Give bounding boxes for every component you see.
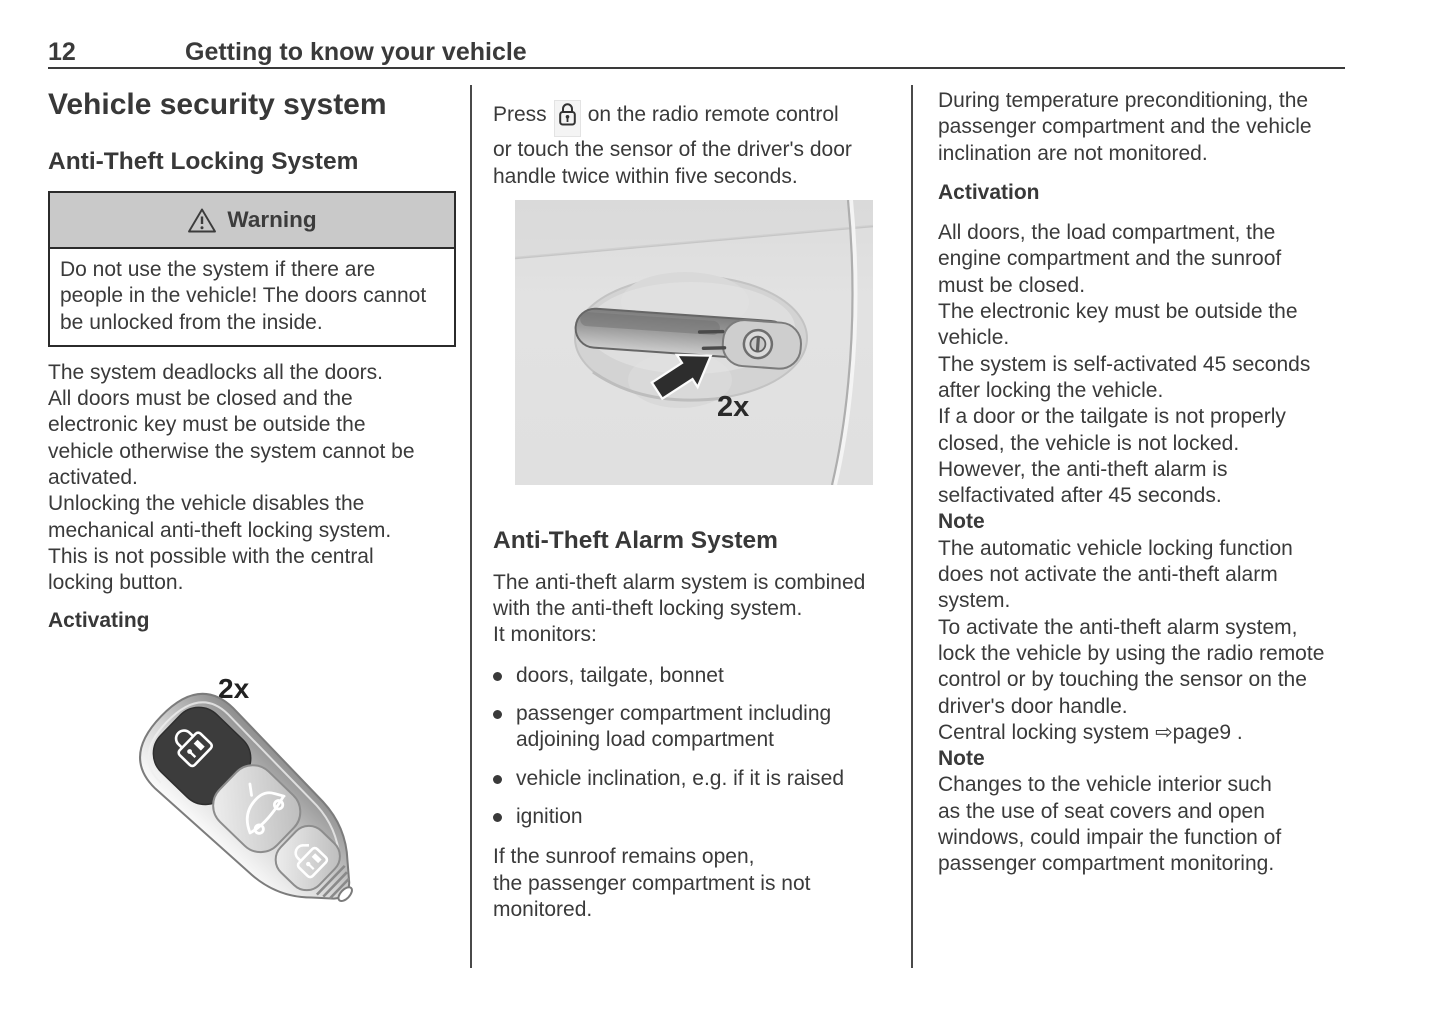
keyfob-grip xyxy=(315,864,351,900)
activating-heading: Activating xyxy=(48,608,150,632)
note-paragraph-2: Changes to the vehicle interior such as … xyxy=(938,773,1282,876)
warning-triangle-icon xyxy=(188,208,217,232)
section-heading-anti-theft-locking: Anti-Theft Locking System xyxy=(48,148,359,175)
door-handle-figure: 2x xyxy=(514,199,874,486)
warning-box: Warning Do not use the system if there a… xyxy=(48,191,456,347)
page-number: 12 xyxy=(48,38,76,66)
note-paragraph-1: The automatic vehicle locking function d… xyxy=(938,536,1325,744)
arrow-icon xyxy=(650,353,713,401)
chapter-title: Getting to know your vehicle xyxy=(185,38,527,66)
keyfob-figure: 2x xyxy=(48,656,456,961)
boot-release-icon xyxy=(245,782,286,835)
keyfob-body xyxy=(139,692,353,902)
door-handle xyxy=(574,307,802,370)
lock-icon xyxy=(174,729,214,768)
lock-button-icon xyxy=(553,100,581,138)
keyfob-2x-label: 2x xyxy=(218,672,250,704)
column-divider-2 xyxy=(911,85,913,968)
page-title: Vehicle security system xyxy=(48,88,387,121)
bullet-icon xyxy=(493,812,502,822)
sensor-dashes xyxy=(697,329,727,350)
bullet-icon xyxy=(493,671,502,681)
alarm-intro: The anti-theft alarm system is combined … xyxy=(493,570,866,647)
list-item: ignition xyxy=(493,804,885,830)
keyring-hole xyxy=(337,886,353,902)
column-2: Press on the radio remote control or tou… xyxy=(493,85,885,923)
keyfob-illustration xyxy=(139,692,353,902)
press-text-before: Press xyxy=(493,103,547,126)
note-heading: Note xyxy=(938,510,985,534)
warning-text: Do not use the system if there are peopl… xyxy=(60,258,427,334)
warning-title: Warning xyxy=(227,206,317,232)
list-item: vehicle inclination, e.g. if it is raise… xyxy=(493,766,885,792)
monitored-items-list: doors, tailgate, bonnet passenger compar… xyxy=(493,663,885,830)
note-heading: Note xyxy=(938,747,985,771)
section-heading-anti-theft-alarm: Anti-Theft Alarm System xyxy=(493,526,778,554)
list-item: doors, tailgate, bonnet xyxy=(493,663,885,689)
column-1: Vehicle security system Anti-Theft Locki… xyxy=(48,85,456,961)
door-seam xyxy=(830,199,858,486)
warning-body: Do not use the system if there are peopl… xyxy=(50,249,454,345)
activation-heading: Activation xyxy=(938,180,1040,204)
door-handle-illustration xyxy=(514,199,874,486)
bullet-icon xyxy=(493,774,502,784)
press-text-after: on the radio remote control or touch the… xyxy=(493,103,852,188)
press-instruction: Press on the radio remote control or tou… xyxy=(493,100,885,190)
sunroof-note: If the sunroof remains open, the passeng… xyxy=(493,845,811,921)
preconditioning-paragraph: During temperature preconditioning, the … xyxy=(938,89,1312,165)
warning-box-header: Warning xyxy=(50,193,454,249)
column-3: During temperature preconditioning, the … xyxy=(938,85,1348,878)
list-item: passenger compartment including adjoinin… xyxy=(493,701,885,754)
bullet-icon xyxy=(493,710,502,720)
header-rule xyxy=(48,67,1345,69)
activation-paragraph: All doors, the load compartment, the eng… xyxy=(938,221,1311,508)
locking-system-paragraph: The system deadlocks all the doors. All … xyxy=(48,360,415,595)
door-2x-label: 2x xyxy=(717,390,750,423)
unlock-icon xyxy=(294,843,329,879)
column-divider-1 xyxy=(470,85,472,968)
